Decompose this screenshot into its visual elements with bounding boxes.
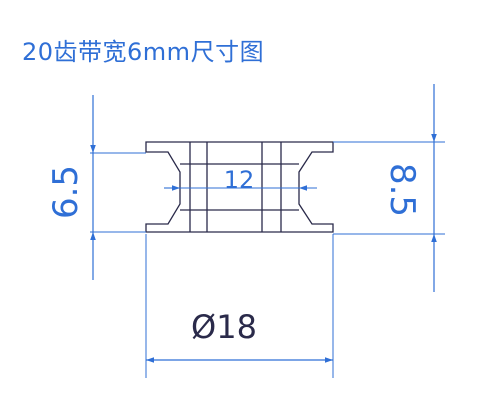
dim-label-12: 12 xyxy=(224,166,255,194)
dim-label-diameter-18: Ø18 xyxy=(191,308,257,346)
dim-label-6-5: 6.5 xyxy=(46,165,86,219)
diagram-title: 20齿带宽6mm尺寸图 xyxy=(22,38,265,66)
dim-label-8-5: 8.5 xyxy=(382,163,422,217)
extension-lines xyxy=(90,141,445,378)
pulley-profile xyxy=(145,141,334,233)
pulley-outline xyxy=(145,141,334,233)
